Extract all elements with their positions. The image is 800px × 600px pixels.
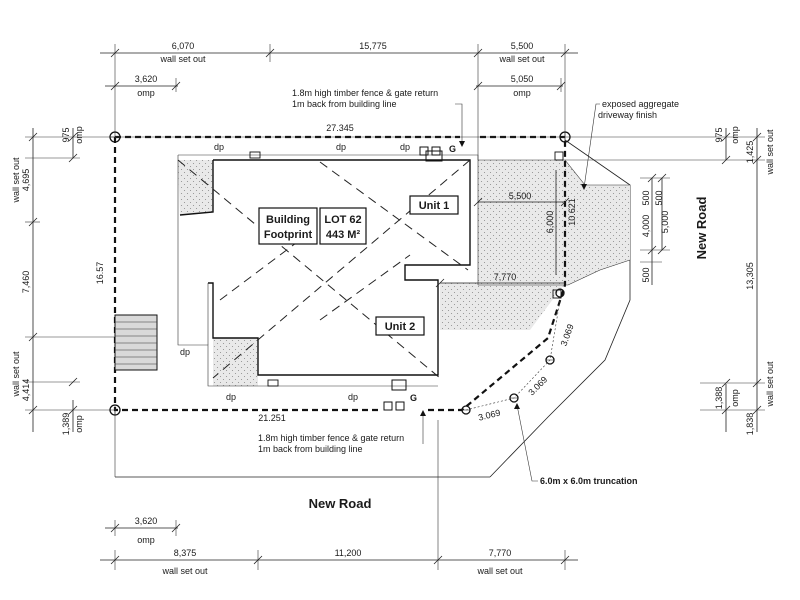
truncation-note: 6.0m x 6.0m truncation: [514, 403, 638, 486]
dim-bottom-3-sub: wall set out: [476, 566, 523, 576]
driveway-note-line1: exposed aggregate: [602, 99, 679, 109]
dim-top-1: 6,070: [172, 41, 195, 51]
dp-mark-5: dp: [226, 392, 236, 402]
dim-drive-5500: 5,500: [509, 191, 532, 201]
dim-drive-v-4000: 4,000: [641, 215, 651, 238]
left-dimension-stack: 975 omp 4,695 wall set out 7,460 4,414 w…: [11, 126, 115, 435]
unit2-text: Unit 2: [385, 321, 416, 333]
dp-mark-2: dp: [336, 142, 346, 152]
road-and-truncation-lines: [114, 139, 631, 478]
dim-right-1425-sub: wall set out: [765, 129, 775, 176]
dim-top-2: 15,775: [359, 41, 387, 51]
dim-right-1388-sub: omp: [730, 389, 740, 407]
downpipe-marks: dp dp dp dp dp dp: [180, 142, 564, 402]
lot-boundary: [109, 131, 571, 416]
dim-left-4414-sub: wall set out: [11, 351, 21, 398]
dim-left-4695-sub: wall set out: [11, 157, 21, 204]
entry-steps: [114, 314, 158, 371]
dim-top-3-sub: wall set out: [498, 54, 545, 64]
dim-drive-7770: 7,770: [494, 272, 517, 282]
road-label-bottom: New Road: [309, 496, 372, 511]
dim-right-1388: 1,388: [714, 387, 724, 410]
dim-right-1838: 1,838: [745, 413, 755, 436]
dim-left-4695: 4,695: [21, 169, 31, 192]
fence-note-bottom-line2: 1m back from building line: [258, 444, 363, 454]
fence-gate-top: G: [419, 144, 456, 162]
dim-lot-depth: 16.57: [95, 262, 105, 285]
lot-number: LOT 62: [324, 214, 361, 226]
dim-top-3: 5,500: [511, 41, 534, 51]
dim-top-omp-left-sub: omp: [137, 88, 155, 98]
unit1-text: Unit 1: [419, 200, 450, 212]
dim-bottom-1: 8,375: [174, 548, 197, 558]
top-dimension-chain: 6,070 wall set out 15,775 5,500 wall set…: [100, 41, 578, 160]
truncation-note-text: 6.0m x 6.0m truncation: [540, 476, 638, 486]
dim-left-1389-sub: omp: [74, 415, 84, 433]
dim-trunc-2: 3.069: [526, 374, 549, 397]
right-dimension-stack: 975 omp 1,425 wall set out 13,305 1,388 …: [565, 126, 775, 435]
dim-drive-v-5000: 5,000: [660, 211, 670, 234]
dim-drive-6000: 6,000: [545, 211, 555, 234]
driveway-note: exposed aggregate driveway finish: [581, 99, 679, 190]
dp-mark-3: dp: [400, 142, 410, 152]
building-footprint-line2: Footprint: [264, 229, 313, 241]
unit1-label: Unit 1: [409, 195, 459, 215]
road-label-right: New Road: [694, 197, 709, 260]
bottom-dimension-chain: 3,620 omp 8,375 wall set out 11,200 7,77…: [100, 420, 578, 576]
fence-note-bottom: 1.8m high timber fence & gate return 1m …: [258, 410, 426, 454]
roof-diagonal-lines: [177, 159, 471, 379]
dim-bottom-omp-sub: omp: [137, 535, 155, 545]
building-outline: [177, 154, 479, 387]
dim-drive-10621: 10.621: [567, 198, 577, 226]
lot-label: LOT 62 443 M²: [319, 207, 367, 245]
dp-mark-1: dp: [214, 142, 224, 152]
driveway-note-line2: driveway finish: [598, 110, 657, 120]
dim-drive-v-500b: 500: [641, 267, 651, 282]
dim-left-975-sub: omp: [74, 126, 84, 144]
dim-drive-v-500a: 500: [641, 190, 651, 205]
dim-top-omp-right: 5,050: [511, 74, 534, 84]
dim-lot-width-top: 27.345: [326, 123, 354, 133]
dim-top-omp-left: 3,620: [135, 74, 158, 84]
dp-mark-4: dp: [180, 347, 190, 357]
gate-bottom-label: G: [410, 393, 417, 403]
dim-drive-v-500c: 500: [654, 190, 664, 205]
building-footprint-line1: Building: [266, 214, 310, 226]
dim-left-4414: 4,414: [21, 379, 31, 402]
dim-top-1-sub: wall set out: [159, 54, 206, 64]
dim-left-7460: 7,460: [21, 271, 31, 294]
dim-right-1425: 1,425: [745, 141, 755, 164]
driveway-dimensions: 5,500 6,000 10.621 7,770 500 4,000 5,000…: [435, 170, 670, 288]
dim-left-975: 975: [61, 127, 71, 142]
dim-trunc-3: 3.069: [559, 323, 576, 348]
fence-note-top: 1.8m high timber fence & gate return 1m …: [292, 88, 465, 147]
dim-right-975: 975: [714, 127, 724, 142]
dim-bottom-1-sub: wall set out: [161, 566, 208, 576]
dim-trunc-1: 3.069: [477, 408, 501, 423]
hatched-areas: [178, 159, 631, 386]
dim-bottom-2: 11,200: [335, 548, 362, 558]
unit2-label: Unit 2: [375, 316, 425, 336]
dim-lot-width-bottom: 21.251: [258, 413, 286, 423]
dim-left-1389: 1,389: [61, 413, 71, 436]
fence-note-top-line1: 1.8m high timber fence & gate return: [292, 88, 438, 98]
dp-mark-6: dp: [348, 392, 358, 402]
dim-bottom-omp: 3,620: [135, 516, 158, 526]
dim-right-975-sub: omp: [730, 126, 740, 144]
dim-right-wall-sub: wall set out: [765, 361, 775, 408]
lot-area: 443 M²: [326, 229, 361, 241]
fence-note-bottom-line1: 1.8m high timber fence & gate return: [258, 433, 404, 443]
dim-right-13305: 13,305: [745, 262, 755, 290]
building-footprint-label: Building Footprint: [258, 207, 318, 245]
gate-top-label: G: [449, 144, 456, 154]
fence-gate-bottom: G: [383, 379, 417, 411]
fence-note-top-line2: 1m back from building line: [292, 99, 397, 109]
dim-bottom-3: 7,770: [489, 548, 512, 558]
dim-top-omp-right-sub: omp: [513, 88, 531, 98]
